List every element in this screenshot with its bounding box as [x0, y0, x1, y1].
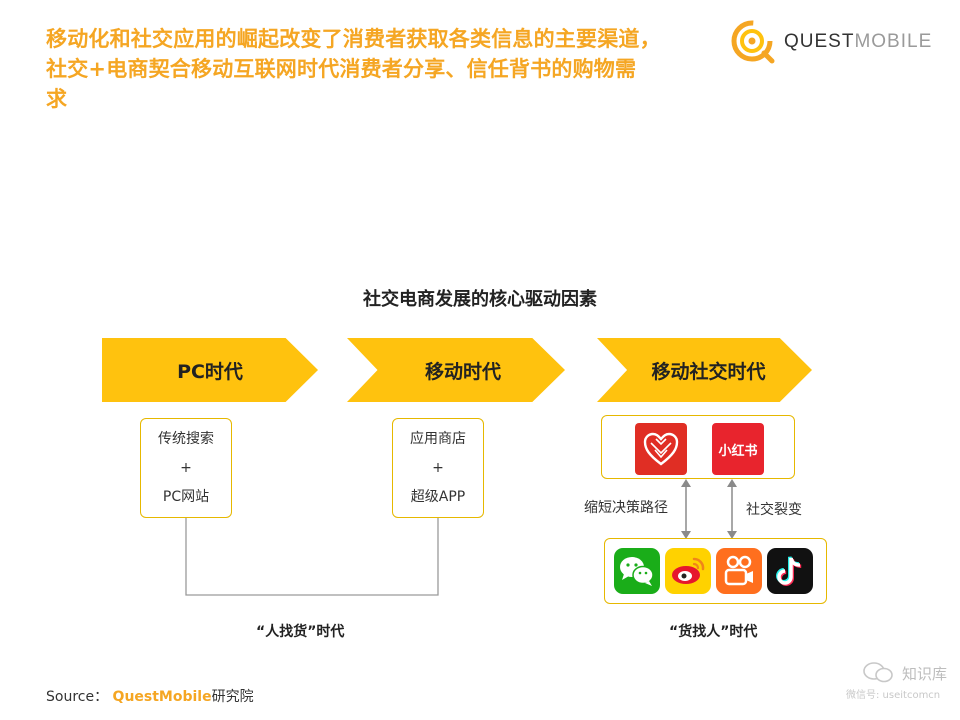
shopping-apps-box: 小红书 [601, 415, 795, 479]
pc-era-box: 传统搜索 + PC网站 [140, 418, 232, 518]
kuaishou-icon [716, 548, 762, 594]
logo-wordmark-bold: QUEST [784, 31, 855, 52]
stage-mobile-social-era: 移动社交时代 [597, 338, 812, 402]
pc-box-line-2: + [180, 459, 192, 476]
source-brand: QuestMobile [112, 689, 212, 705]
pc-box-line-1: 传统搜索 [158, 430, 214, 447]
headline-line-1: 移动化和社交应用的崛起改变了消费者获取各类信息的主要渠道， [46, 27, 661, 51]
diagram-title: 社交电商发展的核心驱动因素 [363, 289, 597, 310]
wechat-watermark-icon [863, 662, 893, 683]
headline-line-2: 社交+电商契合移动互联网时代消费者分享、信任背书的购物需 [46, 57, 637, 81]
social-fission-label: 社交裂变 [746, 502, 802, 518]
headline: 移动化和社交应用的崛起改变了消费者获取各类信息的主要渠道， 社交+电商契合移动互… [46, 24, 736, 114]
mobile-box-line-3: 超级APP [410, 488, 466, 505]
headline-line-3: 求 [46, 87, 68, 111]
watermark-account: 微信号: useitcomcn [846, 690, 941, 701]
stage-pc-era-label: PC时代 [177, 360, 243, 383]
questmobile-logo-icon [731, 20, 775, 64]
connector-line [185, 515, 439, 596]
shorten-decision-path-label: 缩短决策路径 [584, 500, 668, 516]
douyin-icon [767, 548, 813, 594]
era-people-find-goods: “人找货”时代 [256, 624, 345, 640]
arrow-left-vertical [681, 479, 691, 539]
logo-wordmark: QUESTMOBILE [784, 31, 932, 53]
era-goods-find-people: “货找人”时代 [669, 624, 758, 640]
watermark-title: 知识库 [902, 665, 948, 683]
source-prefix: Source： [46, 689, 109, 705]
stage-pc-era: PC时代 [102, 338, 318, 402]
xiaohongshu-icon-text: 小红书 [718, 443, 758, 459]
pc-box-line-3: PC网站 [162, 488, 210, 505]
mobile-era-box: 应用商店 + 超级APP [392, 418, 484, 518]
logo-wordmark-thin: MOBILE [854, 31, 933, 52]
source-suffix: 研究院 [211, 689, 254, 705]
weibo-icon [665, 548, 711, 594]
stage-mobile-social-era-label: 移动社交时代 [651, 360, 766, 383]
arrow-right-vertical [727, 479, 737, 539]
source-note: Source： QuestMobile研究院 [46, 686, 254, 706]
social-apps-box [604, 538, 827, 604]
xiaohongshu-icon: 小红书 [712, 423, 764, 475]
mobile-box-line-1: 应用商店 [410, 430, 466, 447]
stage-mobile-era-label: 移动时代 [424, 360, 501, 383]
stage-mobile-era: 移动时代 [347, 338, 565, 402]
wechat-icon [614, 548, 660, 594]
mobile-box-line-2: + [432, 459, 444, 476]
pinduoduo-icon [635, 423, 687, 475]
